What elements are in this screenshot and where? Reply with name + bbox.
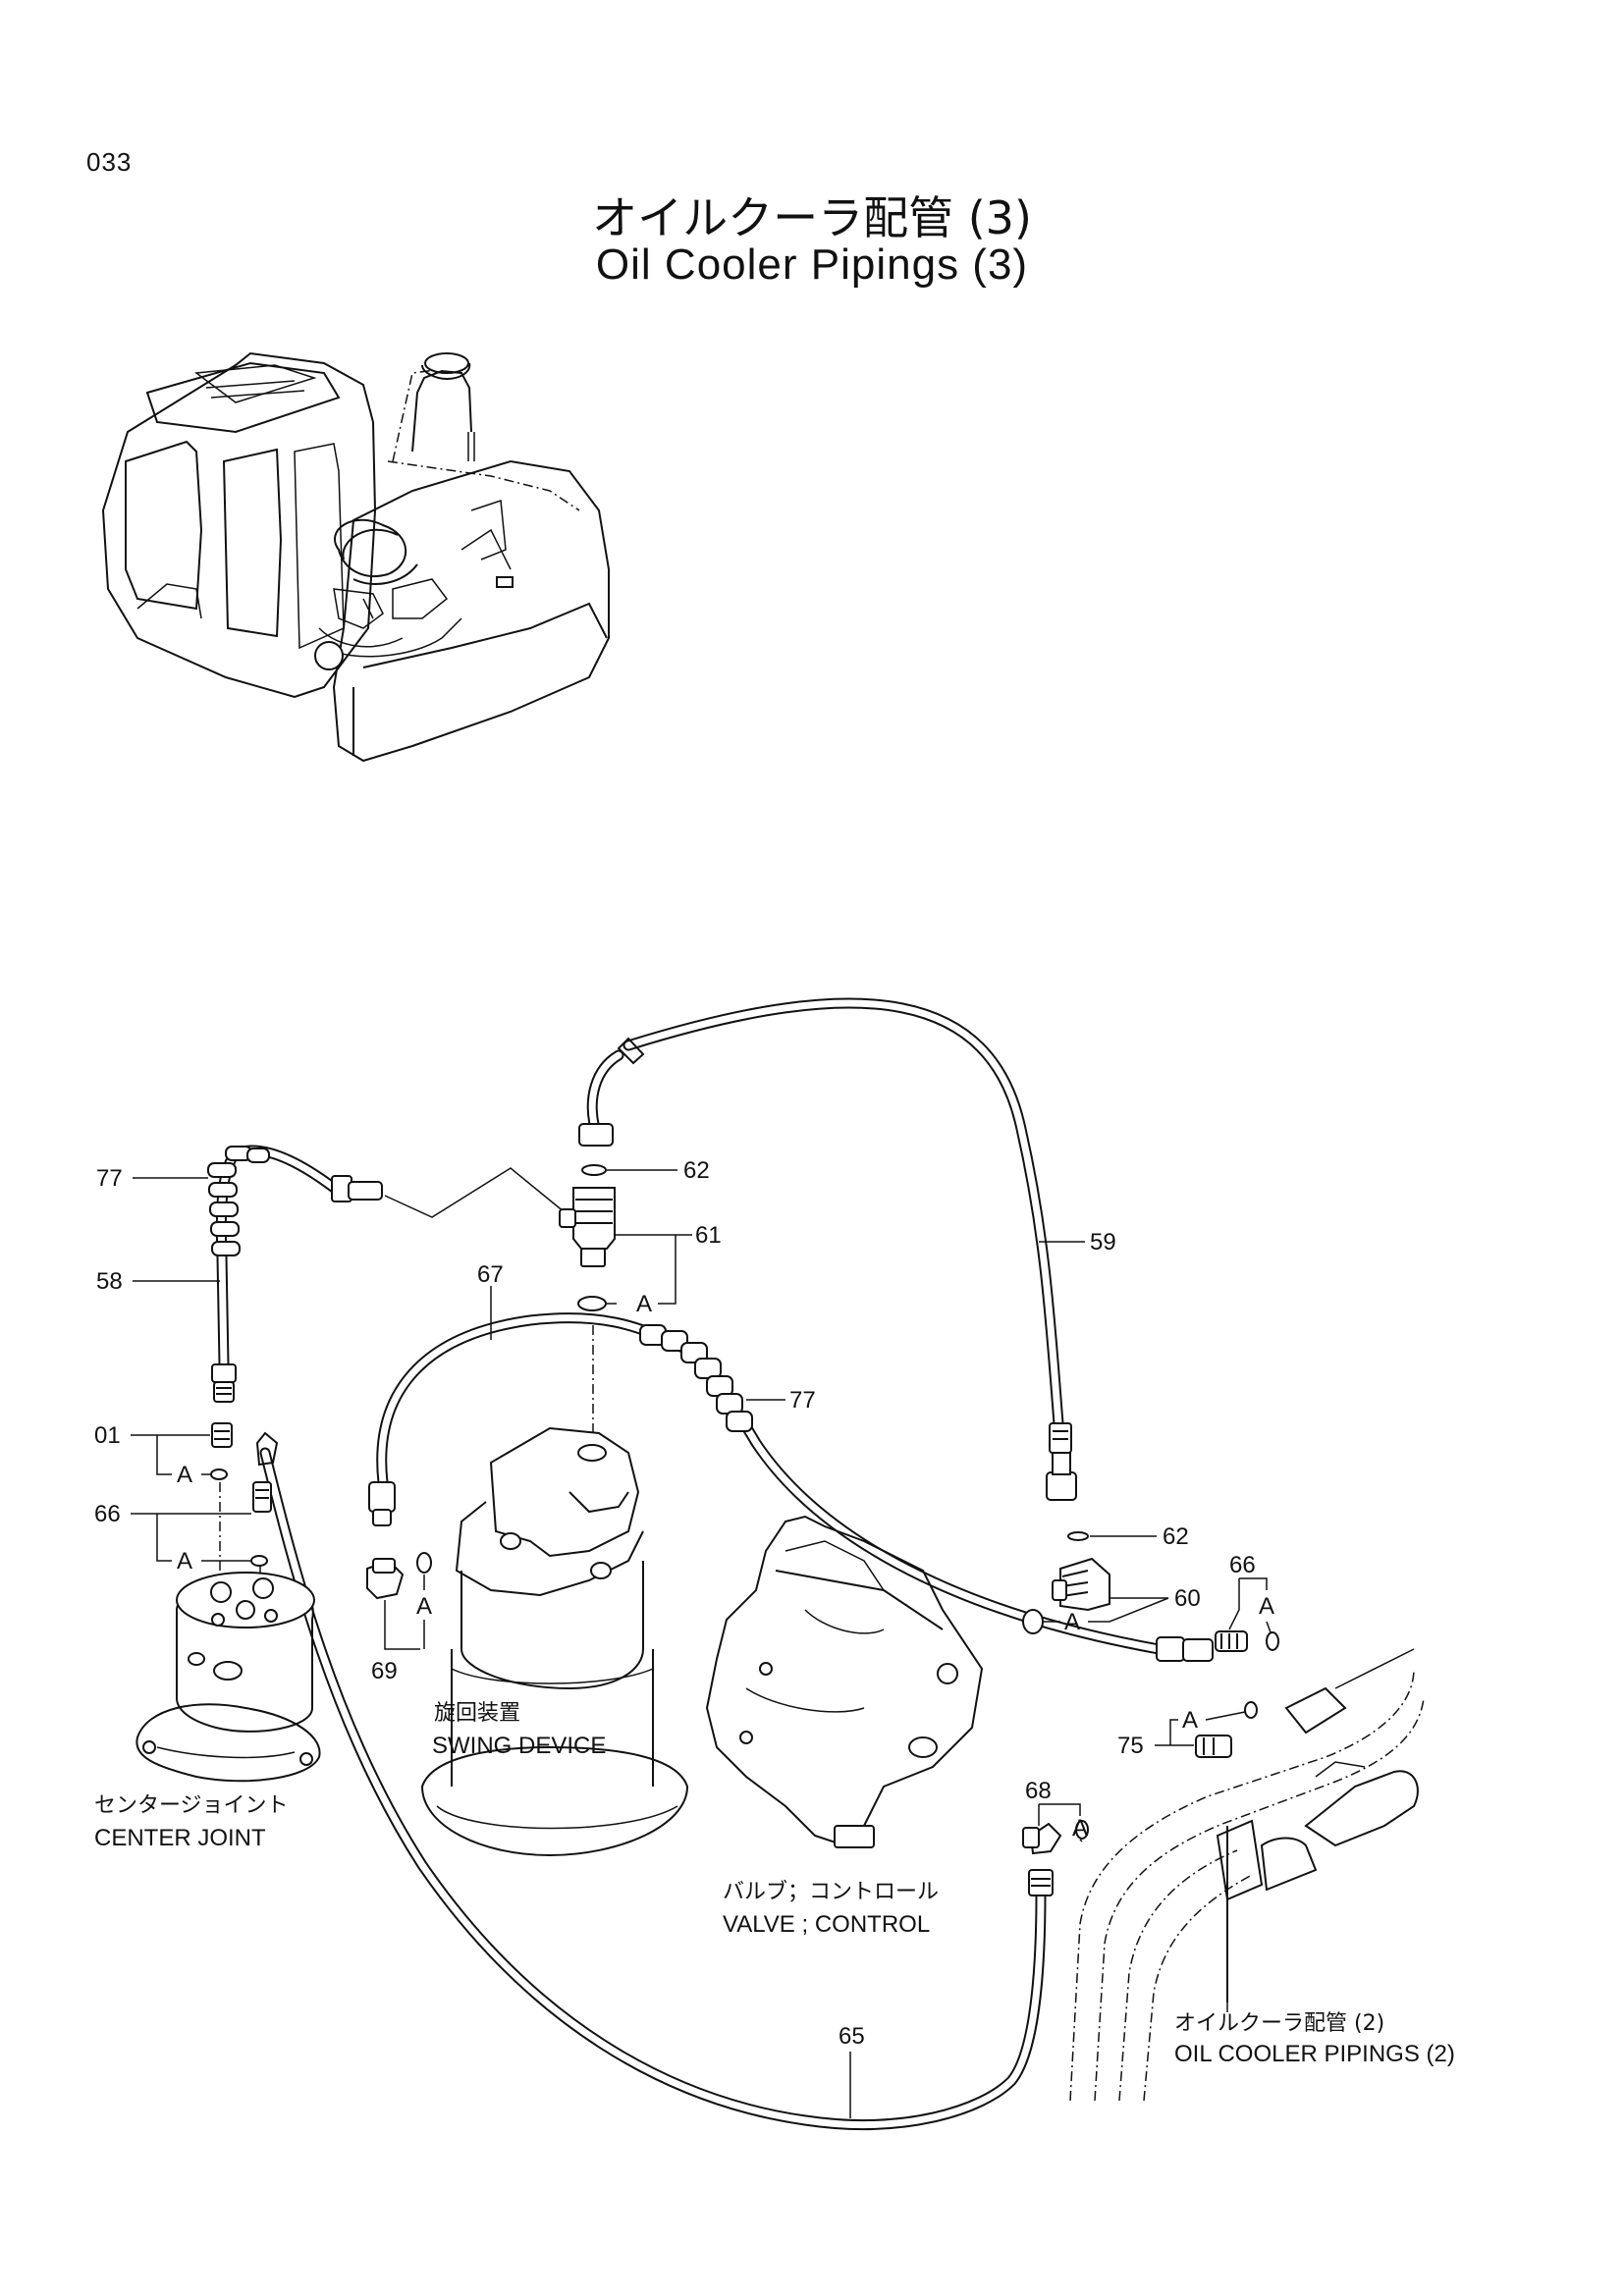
swing-device-drawing: [420, 1426, 689, 1857]
callout-65: 65: [839, 2023, 865, 2050]
detail-a-60: A: [1064, 1609, 1080, 1635]
callout-61: 61: [695, 1222, 722, 1249]
center-joint-label-jp: センタージョイント: [94, 1793, 289, 1818]
callout-59: 59: [1090, 1229, 1116, 1255]
callout-62-lower: 62: [1163, 1523, 1189, 1550]
fitting-01-66-left: [210, 1422, 272, 1600]
callout-77-lower: 77: [789, 1387, 816, 1414]
page-number: 033: [86, 147, 133, 177]
detail-a-68: A: [1072, 1815, 1088, 1842]
callout-68: 68: [1025, 1778, 1052, 1804]
valve-control-label-en: VALVE ; CONTROL: [723, 1911, 930, 1938]
oil-cooler-pipings-2-label-jp: オイルクーラ配管 (2): [1174, 2011, 1384, 2036]
fitting-60-assembly: [1022, 1531, 1110, 1634]
detail-a-75: A: [1182, 1707, 1198, 1734]
spring-guard-77-upper: [207, 1146, 270, 1256]
swing-device-label-en: SWING DEVICE: [432, 1733, 606, 1759]
control-valve-drawing: [705, 1515, 984, 1848]
detail-a-69: A: [416, 1593, 432, 1620]
callout-66-right: 66: [1229, 1552, 1256, 1578]
callout-75: 75: [1117, 1733, 1144, 1759]
hose-59: [578, 997, 1077, 1501]
fitting-69: [366, 1552, 432, 1600]
callout-numbers: 77 58 01 66 62 61 59 67 77 62 60 66 69 7…: [94, 1157, 1256, 2050]
leader-lines: [131, 1169, 1272, 2118]
title-japanese: オイルクーラ配管 (3): [592, 191, 1032, 244]
title-english: Oil Cooler Pipings (3): [595, 240, 1029, 289]
fitting-66-right: [1215, 1630, 1279, 1652]
valve-control-label-jp: バルブ；コントロール: [723, 1880, 939, 1904]
center-joint-label-en: CENTER JOINT: [94, 1825, 266, 1851]
callout-58: 58: [96, 1268, 123, 1295]
excavator-overview-illustration: [101, 351, 610, 763]
hose-67: [368, 1312, 1214, 1662]
detail-a-66-right: A: [1259, 1593, 1274, 1620]
fitting-61-assembly: [559, 1164, 616, 1433]
swing-device-label-jp: 旋回装置: [434, 1701, 520, 1726]
callout-01: 01: [94, 1422, 121, 1449]
overview-piping-cluster: [314, 499, 514, 670]
spring-guard-77-lower: [639, 1324, 753, 1432]
oil-cooler-pipings-2-label-en: OIL COOLER PIPINGS (2): [1174, 2041, 1455, 2067]
leader-58-to-61: [384, 1167, 566, 1218]
callout-66-left: 66: [94, 1501, 121, 1527]
callout-77-upper: 77: [96, 1165, 123, 1192]
center-joint-drawing: [135, 1572, 321, 1783]
callout-60: 60: [1174, 1585, 1201, 1612]
callout-67: 67: [477, 1261, 504, 1288]
hose-65: [255, 1431, 1054, 2130]
callout-69: 69: [371, 1658, 398, 1684]
hose-58: [207, 1145, 383, 1403]
detail-a-01: A: [177, 1462, 192, 1488]
component-labels: 旋回装置 SWING DEVICE センタージョイント CENTER JOINT…: [94, 1701, 1455, 2067]
detail-a-61: A: [636, 1291, 652, 1317]
detail-a-66-left: A: [177, 1548, 192, 1575]
fitting-68: [1022, 1820, 1089, 1855]
callout-62-upper: 62: [683, 1157, 710, 1184]
detail-a-markers: A A A A A A A A: [177, 1291, 1274, 1842]
fitting-75: [1195, 1701, 1258, 1758]
